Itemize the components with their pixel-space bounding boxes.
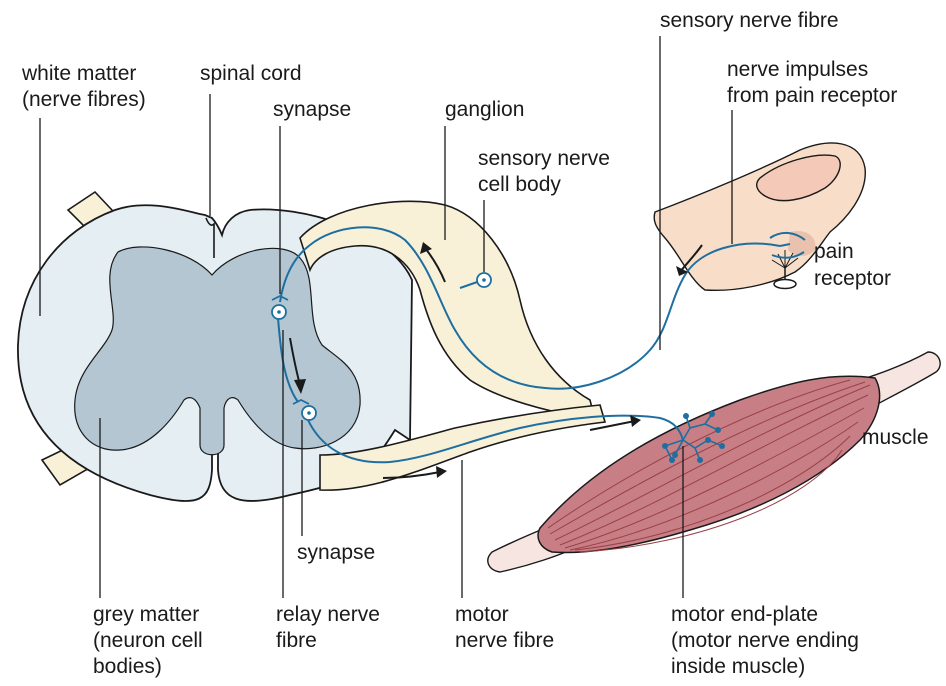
label-synapse-bottom: synapse	[297, 541, 375, 564]
motor-cell-body-icon	[302, 406, 316, 420]
label-white-matter: white matter (nerve fibres)	[21, 62, 146, 111]
label-motor-end-plate: motor end-plate (motor nerve ending insi…	[671, 603, 865, 678]
label-grey-matter: grey matter (neuron cell bodies)	[93, 603, 209, 678]
label-nerve-impulses: nerve impulses from pain receptor	[727, 58, 897, 107]
label-pain-receptor: pain receptor	[814, 240, 891, 290]
relay-cell-body-icon	[272, 305, 286, 319]
label-sensory-cell-body: sensory nerve cell body	[478, 147, 616, 196]
sensory-cell-body-icon	[477, 273, 491, 287]
label-motor-nerve-fibre: motor nerve fibre	[455, 603, 554, 652]
label-sensory-nerve-fibre: sensory nerve fibre	[660, 9, 839, 32]
label-synapse-top: synapse	[273, 98, 351, 121]
label-spinal-cord: spinal cord	[200, 62, 302, 85]
pin-head-icon	[774, 280, 796, 289]
label-muscle: muscle	[862, 426, 929, 449]
label-relay-nerve-fibre: relay nerve fibre	[276, 603, 386, 652]
label-ganglion: ganglion	[445, 98, 524, 121]
